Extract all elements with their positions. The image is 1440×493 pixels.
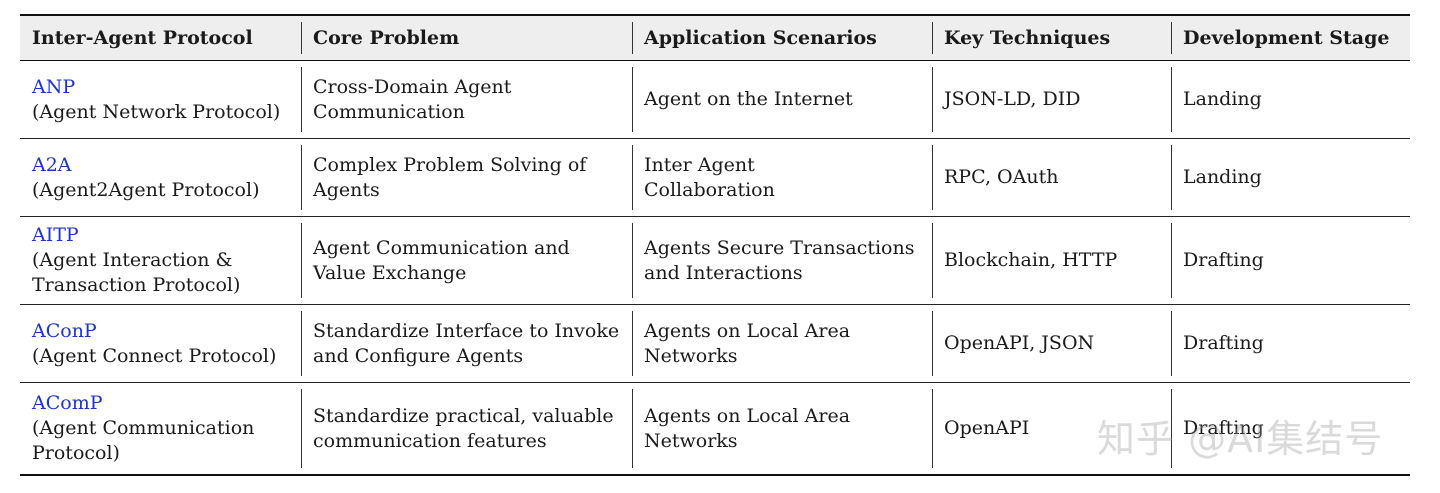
- protocol-cell: AConP (Agent Connect Protocol): [20, 304, 301, 383]
- table-row: A2A (Agent2Agent Protocol) Complex Probl…: [20, 138, 1410, 217]
- core-problem-cell: Cross-Domain Agent Communication: [301, 61, 632, 139]
- header-development-stage: Development Stage: [1171, 16, 1410, 61]
- protocol-full-name: (Agent Communication Protocol): [32, 417, 255, 464]
- table-row: AConP (Agent Connect Protocol) Standardi…: [20, 304, 1410, 383]
- protocol-name: ANP: [32, 75, 76, 98]
- header-key-techniques: Key Techniques: [932, 16, 1171, 61]
- application-scenarios-cell: Agent on the Internet: [632, 61, 932, 139]
- table-bottom-rule: [20, 474, 1410, 476]
- table-row: AComP (Agent Communication Protocol) Sta…: [20, 382, 1410, 474]
- key-techniques-cell: OpenAPI, JSON: [932, 304, 1171, 383]
- protocol-name: A2A: [32, 153, 72, 176]
- key-techniques-cell: OpenAPI: [932, 382, 1171, 474]
- application-scenarios-cell: Agents Secure Transactions and Interacti…: [632, 216, 932, 305]
- protocol-full-name: (Agent Network Protocol): [32, 100, 281, 123]
- protocol-table-container: Inter-Agent Protocol Core Problem Applic…: [20, 14, 1410, 476]
- table-top-rule: [20, 14, 1410, 16]
- header-protocol: Inter-Agent Protocol: [20, 16, 301, 61]
- protocol-full-name: (Agent Connect Protocol): [32, 344, 277, 367]
- table-header-row: Inter-Agent Protocol Core Problem Applic…: [20, 16, 1410, 61]
- development-stage-cell: Drafting: [1171, 304, 1410, 383]
- core-problem-cell: Agent Communication and Value Exchange: [301, 216, 632, 305]
- protocol-comparison-table: Inter-Agent Protocol Core Problem Applic…: [20, 16, 1410, 474]
- development-stage-cell: Landing: [1171, 61, 1410, 139]
- header-application-scenarios: Application Scenarios: [632, 16, 932, 61]
- development-stage-cell: Landing: [1171, 138, 1410, 217]
- key-techniques-cell: JSON-LD, DID: [932, 61, 1171, 139]
- protocol-cell: ANP (Agent Network Protocol): [20, 61, 301, 139]
- table-row: ANP (Agent Network Protocol) Cross-Domai…: [20, 61, 1410, 139]
- protocol-cell: A2A (Agent2Agent Protocol): [20, 138, 301, 217]
- application-scenarios-cell: Agents on Local Area Networks: [632, 304, 932, 383]
- protocol-full-name: (Agent2Agent Protocol): [32, 178, 260, 201]
- application-scenarios-cell: Inter Agent Collaboration: [632, 138, 932, 217]
- core-problem-cell: Complex Problem Solving of Agents: [301, 138, 632, 217]
- development-stage-cell: Drafting: [1171, 216, 1410, 305]
- protocol-name: AConP: [32, 319, 97, 342]
- protocol-cell: AComP (Agent Communication Protocol): [20, 382, 301, 474]
- protocol-cell: AITP (Agent Interaction & Transaction Pr…: [20, 216, 301, 305]
- protocol-full-name: (Agent Interaction & Transaction Protoco…: [32, 249, 241, 296]
- protocol-name: AComP: [32, 392, 103, 414]
- development-stage-cell: Drafting: [1171, 382, 1410, 474]
- application-scenarios-cell: Agents on Local Area Networks: [632, 382, 932, 474]
- protocol-name: AITP: [32, 224, 79, 246]
- key-techniques-cell: Blockchain, HTTP: [932, 216, 1171, 305]
- core-problem-cell: Standardize practical, valuable communic…: [301, 382, 632, 474]
- table-row: AITP (Agent Interaction & Transaction Pr…: [20, 216, 1410, 305]
- header-core-problem: Core Problem: [301, 16, 632, 61]
- key-techniques-cell: RPC, OAuth: [932, 138, 1171, 217]
- core-problem-cell: Standardize Interface to Invoke and Conf…: [301, 304, 632, 383]
